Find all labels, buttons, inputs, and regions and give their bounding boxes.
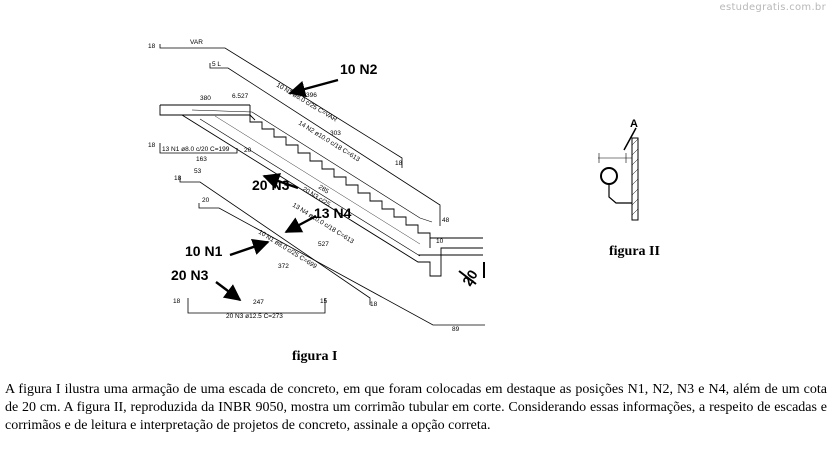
label-247: 247	[253, 299, 264, 306]
label-18c: 18	[174, 175, 182, 182]
label-285: 285	[317, 184, 330, 196]
figure-2-caption: figura II	[609, 244, 660, 259]
label-n4-hook: 5 L	[212, 61, 221, 68]
bar-n2	[159, 44, 403, 168]
callout-n2: 10 N2	[340, 61, 378, 77]
label-20b: 20	[202, 197, 210, 204]
label-303: 303	[330, 130, 341, 137]
label-18e: 18	[173, 298, 181, 305]
bar-n1-long	[198, 203, 485, 326]
label-10: 10	[436, 238, 444, 245]
bar-n1-top	[159, 143, 238, 154]
label-15: 15	[320, 298, 328, 305]
label-527: 527	[318, 241, 329, 248]
label-var: VAR	[190, 39, 203, 46]
figure-1-caption: figura I	[292, 349, 338, 364]
label-n3-bottom-spec: 20 N3 ø12.5 C=273	[226, 313, 283, 320]
callout-n3-lower: 20 N3	[171, 267, 209, 283]
label-163: 163	[196, 156, 207, 163]
arrow-n2	[288, 78, 339, 98]
arrow-n1	[229, 238, 270, 257]
stair-reinforcement-drawing: 10 N2 20 N3 13 N4 10 N1 20 N3 20 18 VAR …	[148, 39, 639, 333]
label-n2-hook: 18	[148, 43, 156, 50]
callout-height-20: 20	[459, 267, 481, 289]
bar-n3-bottom	[187, 298, 326, 314]
arrow-n3-upper	[262, 173, 299, 190]
label-396: 396	[306, 92, 317, 99]
dimension-20-mark	[458, 262, 485, 285]
arrow-n3-lower	[215, 281, 242, 302]
arrow-n4	[284, 214, 317, 234]
label-53: 53	[194, 168, 202, 175]
label-n1-top-spec: 13 N1 ø8.0 c/20 C=199	[162, 146, 230, 153]
stair-outline	[159, 104, 483, 277]
bar-n4-upper	[209, 63, 441, 226]
label-18f: 18	[370, 301, 378, 308]
watermark: estudegratis.com.br	[719, 2, 826, 13]
label-a: A	[630, 118, 638, 130]
bar-n3-lower-long	[179, 176, 371, 305]
callout-n4: 13 N4	[314, 205, 352, 221]
question-paragraph: A figura I ilustra uma armação de uma es…	[5, 382, 827, 433]
label-89: 89	[452, 326, 460, 333]
callout-n1: 10 N1	[185, 243, 223, 259]
callout-n3-upper: 20 N3	[252, 177, 290, 193]
label-372: 372	[278, 263, 289, 270]
label-18d: 18	[395, 160, 403, 167]
label-20a: 20	[244, 147, 252, 154]
label-652: 6.527	[232, 93, 249, 100]
handrail-section	[598, 127, 639, 221]
label-n1-top-hook: 18	[148, 142, 156, 149]
label-380: 380	[200, 95, 211, 102]
label-48: 48	[442, 217, 450, 224]
